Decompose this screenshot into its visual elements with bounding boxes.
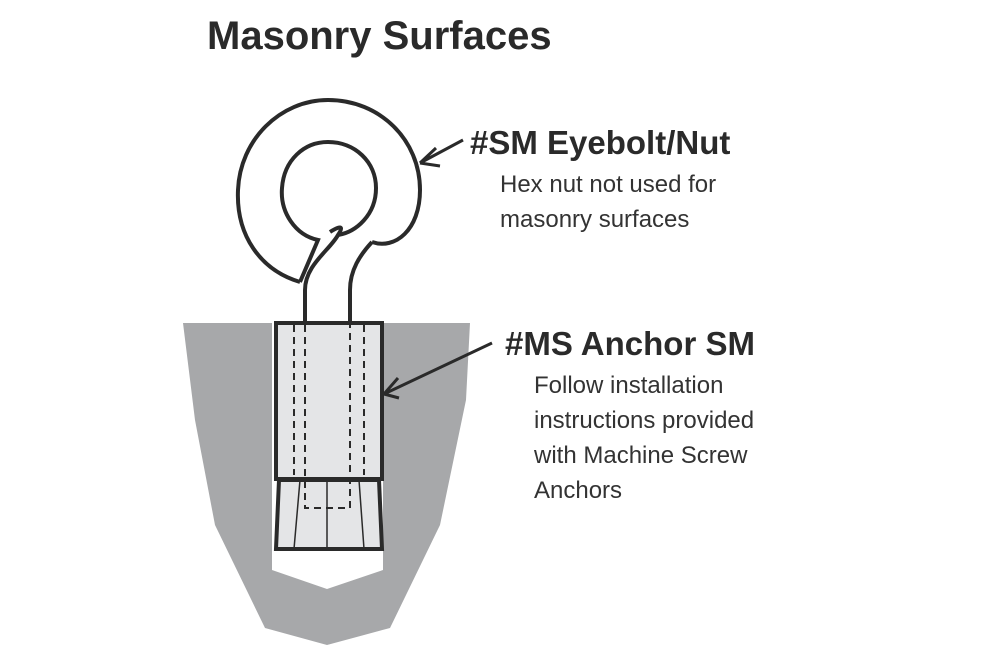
leader-arrows <box>382 138 493 400</box>
masonry-wall <box>183 323 470 645</box>
note-line: Anchors <box>534 477 623 504</box>
note-line: masonry surfaces <box>500 206 690 233</box>
note-line: Hex nut not used for <box>500 171 717 198</box>
note-line: with Machine Screw <box>534 442 748 469</box>
eyebolt-icon <box>235 97 423 323</box>
anchor-label: #MS Anchor SM <box>505 325 755 362</box>
note-line: Follow installation <box>534 372 724 399</box>
eyebolt-label: #SM Eyebolt/Nut <box>470 124 731 161</box>
anchor-icon <box>273 321 385 551</box>
note-line: instructions provided <box>534 407 755 434</box>
eyebolt-note: Hex nut not used for masonry surfaces <box>500 167 716 237</box>
page-title: Masonry Surfaces <box>207 14 552 58</box>
anchor-note: Follow installation instructions provide… <box>534 368 754 508</box>
